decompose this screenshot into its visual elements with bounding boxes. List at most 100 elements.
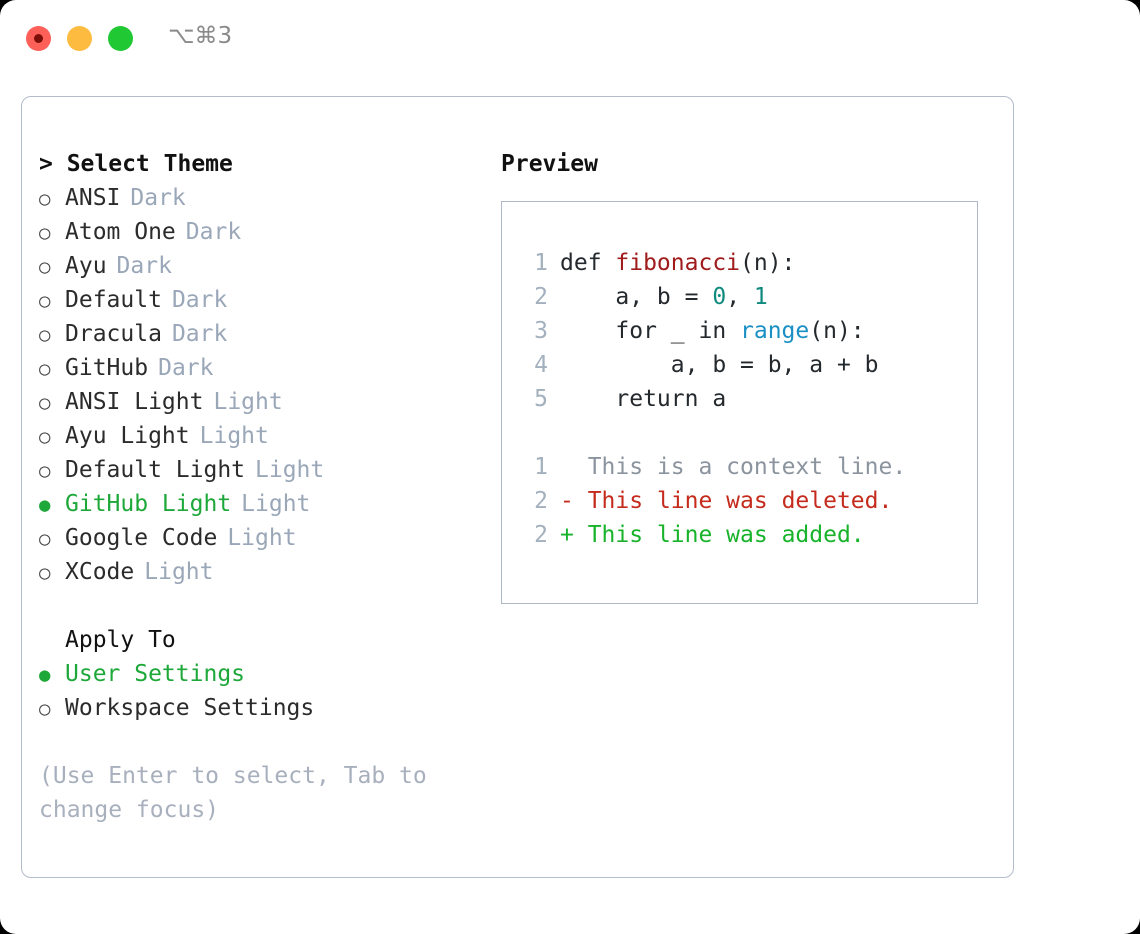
radio-unselected-icon: ○ <box>39 392 51 414</box>
diff-line: 2+ This line was added. <box>518 518 977 552</box>
recording-indicator-icon <box>34 34 43 43</box>
code-token: , <box>726 284 754 310</box>
theme-option-kind-badge: Light <box>199 423 269 449</box>
theme-option-kind-badge: Light <box>144 559 214 585</box>
code-token: for _ in <box>560 318 741 344</box>
apply-to-option-workspace-settings[interactable]: ○ Workspace Settings <box>39 691 489 725</box>
radio-unselected-icon: ○ <box>39 222 51 244</box>
code-line-content: a, b = b, a + b <box>560 348 879 382</box>
line-number: 1 <box>534 454 548 480</box>
theme-option-kind-badge: Light <box>241 491 311 517</box>
theme-option-kind-badge: Light <box>213 389 283 415</box>
theme-option-github-light[interactable]: ● GitHub Light Light <box>39 487 489 521</box>
theme-option-ayu[interactable]: ○ Ayu Dark <box>39 249 489 283</box>
theme-option-google-code[interactable]: ○ Google Code Light <box>39 521 489 555</box>
theme-option-kind-badge: Light <box>255 457 325 483</box>
theme-option-label: ANSI <box>65 185 121 211</box>
code-line-content: return a <box>560 382 726 416</box>
theme-option-kind-badge: Dark <box>158 355 214 381</box>
theme-option-kind-badge: Dark <box>171 321 228 347</box>
theme-option-kind-badge: Dark <box>130 185 186 211</box>
code-token: return a <box>560 386 727 412</box>
line-number: 1 <box>534 250 548 276</box>
theme-option-ansi-light[interactable]: ○ ANSI Light Light <box>39 385 489 419</box>
theme-option-label: Ayu Light <box>65 423 190 449</box>
code-token: fibonacci <box>615 250 741 276</box>
diff-line: 1 This is a context line. <box>518 450 977 484</box>
theme-option-kind-badge: Dark <box>171 287 228 313</box>
theme-option-label: GitHub <box>65 355 149 381</box>
radio-unselected-icon: ○ <box>39 324 51 346</box>
code-line: 1 def fibonacci(n): <box>518 246 977 280</box>
radio-unselected-icon: ○ <box>39 528 51 550</box>
theme-option-label: GitHub Light <box>65 491 232 517</box>
theme-option-kind-badge: Light <box>227 525 297 551</box>
theme-option-github[interactable]: ○ GitHub Dark <box>39 351 489 385</box>
diff-line: 2- This line was deleted. <box>518 484 977 518</box>
line-number: 2 <box>534 488 548 514</box>
apply-to-option-label: Workspace Settings <box>65 695 315 721</box>
code-token: (n): <box>740 250 796 276</box>
theme-option-ansi[interactable]: ○ ANSI Dark <box>39 181 489 215</box>
radio-unselected-icon: ○ <box>39 256 51 278</box>
theme-option-kind-badge: Dark <box>116 253 172 279</box>
line-number: 5 <box>534 386 548 412</box>
line-number: 4 <box>534 352 548 378</box>
code-token: 1 <box>753 284 768 310</box>
spacer <box>518 416 977 450</box>
apply-to-option-user-settings[interactable]: ●User Settings <box>39 657 489 691</box>
code-token: a, b = b, a + b <box>560 352 879 378</box>
theme-option-atom-one[interactable]: ○ Atom One Dark <box>39 215 489 249</box>
close-button[interactable] <box>26 26 51 51</box>
keyboard-shortcut-label: ⌥⌘3 <box>168 23 233 49</box>
diff-text: This line was deleted. <box>587 488 893 514</box>
theme-option-label: ANSI Light <box>65 389 204 415</box>
radio-unselected-icon: ○ <box>39 460 51 482</box>
code-line: 5 return a <box>518 382 977 416</box>
radio-unselected-icon: ○ <box>39 188 51 210</box>
spacer <box>39 589 489 623</box>
radio-unselected-icon: ○ <box>39 426 51 448</box>
code-token: def <box>560 250 616 276</box>
diff-text: This line was added. <box>587 522 865 548</box>
radio-unselected-icon: ○ <box>39 698 51 720</box>
code-token: (n): <box>809 318 865 344</box>
diff-marker <box>560 450 588 484</box>
theme-option-label: Default Light <box>65 457 246 483</box>
theme-option-kind-badge: Dark <box>185 219 242 245</box>
theme-option-default-light[interactable]: ○ Default Light Light <box>39 453 489 487</box>
code-token: a, b = <box>560 284 713 310</box>
code-line-content: for _ in range(n): <box>560 314 865 348</box>
theme-option-label: Google Code <box>65 525 218 551</box>
radio-unselected-icon: ○ <box>39 562 51 584</box>
diff-marker: - <box>560 488 588 514</box>
theme-option-label: Atom One <box>65 219 176 245</box>
code-line: 3 for _ in range(n): <box>518 314 977 348</box>
diff-sample: 1 This is a context line.2- This line wa… <box>518 450 977 552</box>
radio-unselected-icon: ○ <box>39 290 51 312</box>
theme-option-label: Ayu <box>65 253 107 279</box>
line-number: 2 <box>534 284 548 310</box>
minimize-button[interactable] <box>67 26 92 51</box>
line-number: 3 <box>534 318 548 344</box>
diff-text: This is a context line. <box>587 454 907 480</box>
code-line: 4 a, b = b, a + b <box>518 348 977 382</box>
code-line-content: a, b = 0, 1 <box>560 280 768 314</box>
theme-option-ayu-light[interactable]: ○ Ayu Light Light <box>39 419 489 453</box>
radio-unselected-icon: ○ <box>39 358 51 380</box>
select-theme-heading: > Select Theme <box>39 151 233 177</box>
code-line: 2 a, b = 0, 1 <box>518 280 977 314</box>
maximize-button[interactable] <box>108 26 133 51</box>
radio-selected-icon: ● <box>39 494 51 516</box>
code-line-content: def fibonacci(n): <box>560 246 795 280</box>
radio-selected-icon: ● <box>39 664 51 686</box>
